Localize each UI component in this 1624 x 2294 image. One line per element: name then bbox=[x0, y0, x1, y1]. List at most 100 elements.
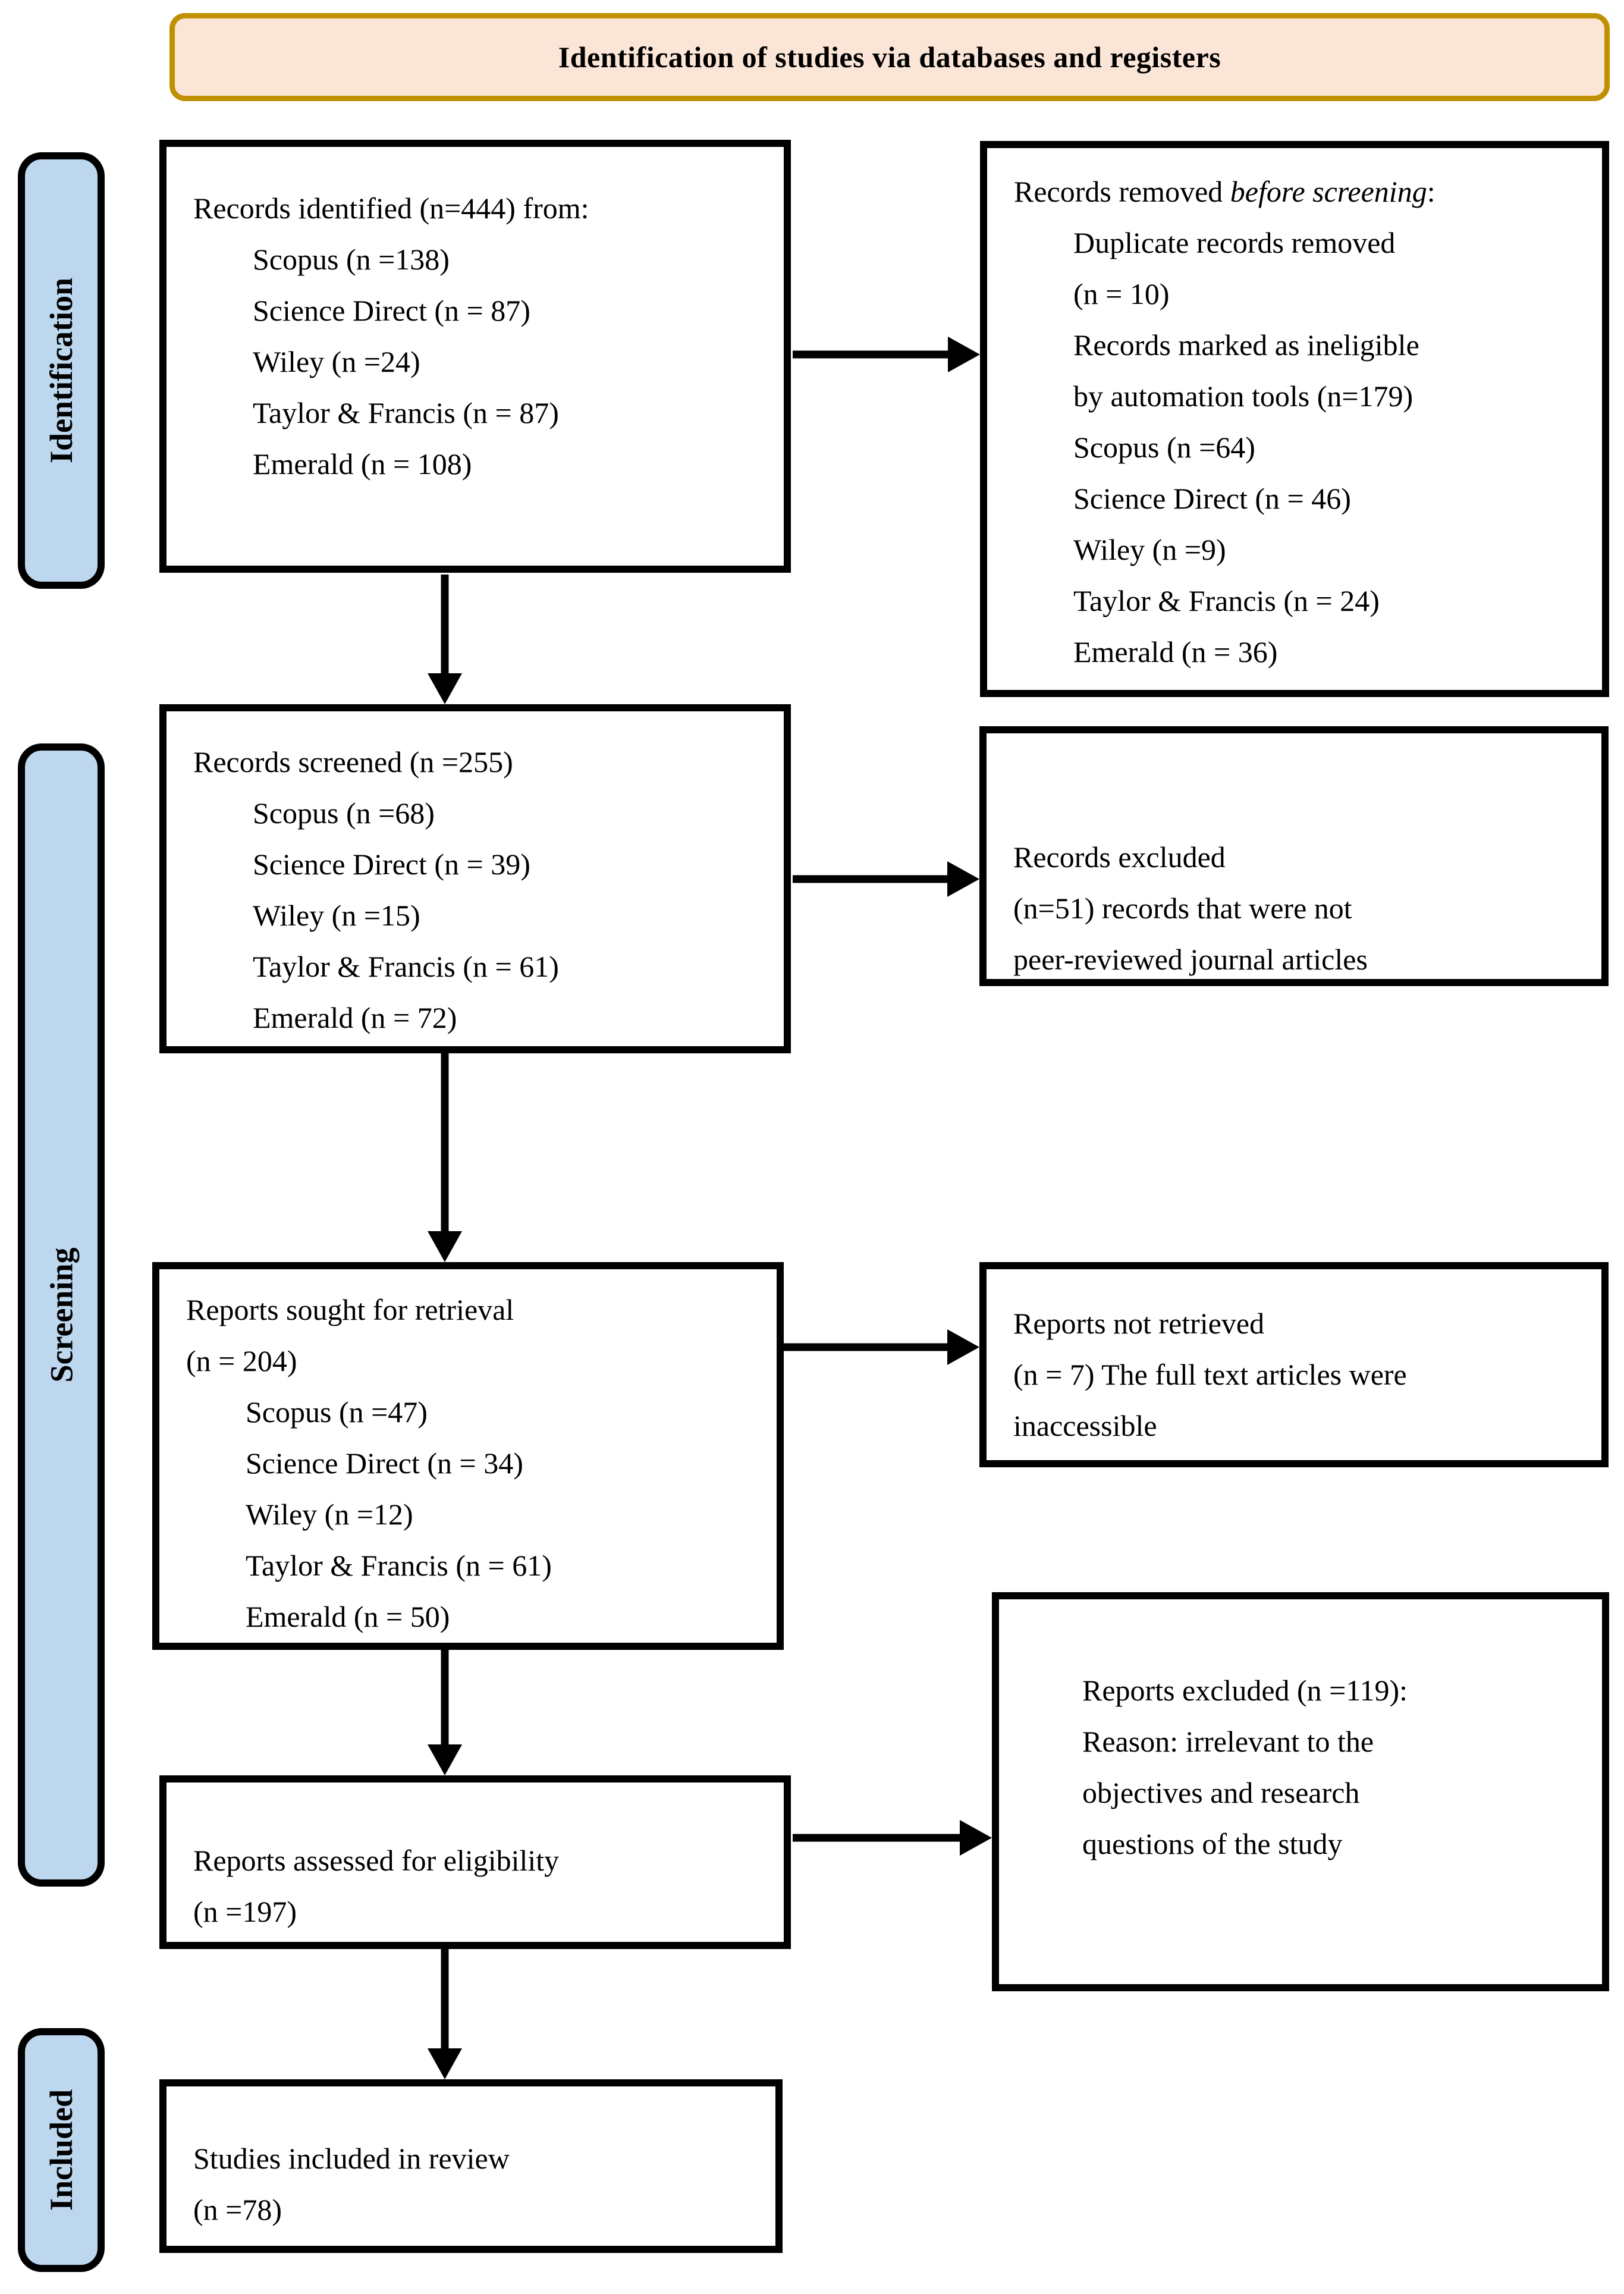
box-line-text: questions of the study bbox=[1082, 1827, 1343, 1860]
banner-title: Identification of studies via databases … bbox=[558, 40, 1221, 74]
stage-label-screening-text: Screening bbox=[43, 1247, 79, 1383]
arrow-shaft bbox=[784, 1343, 953, 1351]
box-line-text: Records screened (n =255) bbox=[193, 745, 513, 779]
box-line-text: Wiley (n =12) bbox=[246, 1498, 413, 1531]
box-line-text: Duplicate records removed bbox=[1073, 226, 1396, 259]
box-line: Emerald (n = 108) bbox=[193, 438, 775, 489]
box-line: Scopus (n =138) bbox=[193, 234, 775, 285]
box-line: (n = 10) bbox=[1014, 268, 1593, 319]
box-line-text: Taylor & Francis (n = 61) bbox=[253, 950, 559, 983]
arrow-sought-to-not-retrieved bbox=[784, 1328, 979, 1366]
box-line: Reports excluded (n =119): bbox=[1082, 1665, 1593, 1716]
box-line-text: (n=51) records that were not bbox=[1013, 892, 1352, 925]
box-line-text: Emerald (n = 36) bbox=[1073, 635, 1278, 669]
box-line: Science Direct (n = 39) bbox=[193, 839, 775, 890]
box-line-text: (n =197) bbox=[193, 1895, 297, 1928]
box-line: (n =78) bbox=[193, 2184, 767, 2235]
box-line: Scopus (n =47) bbox=[186, 1386, 768, 1438]
box-line-text: Emerald (n = 108) bbox=[253, 447, 472, 481]
box-line: objectives and research bbox=[1082, 1767, 1593, 1818]
box-line-text: (n =78) bbox=[193, 2193, 282, 2226]
box-reports-excluded: Reports excluded (n =119): Reason: irrele… bbox=[992, 1592, 1609, 1991]
arrow-sought-to-assessed bbox=[427, 1650, 463, 1775]
arrow-shaft bbox=[441, 1053, 449, 1236]
box-line-text: Reason: irrelevant to the bbox=[1082, 1725, 1374, 1758]
box-line-text: by automation tools (n=179) bbox=[1073, 379, 1413, 413]
box-line: Reports not retrieved bbox=[1013, 1298, 1592, 1349]
box-line: Wiley (n =15) bbox=[193, 890, 775, 941]
stage-label-included-text: Included bbox=[43, 2089, 79, 2211]
box-line: Records marked as ineligible bbox=[1014, 319, 1593, 371]
banner: Identification of studies via databases … bbox=[169, 13, 1610, 101]
box-line: (n = 204) bbox=[186, 1335, 768, 1386]
box-line: Emerald (n = 50) bbox=[186, 1591, 768, 1642]
box-line-text: Science Direct (n = 46) bbox=[1073, 482, 1351, 515]
arrow-shaft bbox=[441, 575, 449, 678]
arrow-assessed-to-reports-excluded bbox=[793, 1819, 992, 1857]
box-line-text: (n = 204) bbox=[186, 1344, 297, 1377]
stage-label-identification: Identification bbox=[18, 152, 105, 589]
box-line: (n=51) records that were not bbox=[1013, 883, 1592, 934]
arrow-shaft bbox=[793, 875, 953, 883]
arrow-identified-to-removed bbox=[793, 335, 980, 374]
arrow-right-head bbox=[948, 337, 980, 372]
box-line: Scopus (n =68) bbox=[193, 787, 775, 839]
box-line: Studies included in review bbox=[193, 2133, 767, 2184]
box-line: questions of the study bbox=[1082, 1818, 1593, 1869]
box-line: Emerald (n = 72) bbox=[193, 992, 775, 1043]
box-records-removed: Records removed before screening: Duplica… bbox=[980, 141, 1609, 697]
box-line-text: Studies included in review bbox=[193, 2142, 510, 2175]
arrow-assessed-to-included bbox=[427, 1949, 463, 2079]
box-line: Records screened (n =255) bbox=[193, 736, 775, 787]
arrow-identified-to-screened bbox=[427, 575, 463, 704]
box-line-text: Reports excluded (n =119): bbox=[1082, 1674, 1408, 1707]
box-line: Records identified (n=444) from: bbox=[193, 183, 775, 234]
box-line: peer-reviewed journal articles bbox=[1013, 934, 1592, 985]
box-line-text: objectives and research bbox=[1082, 1776, 1360, 1809]
box-line-text: Taylor & Francis (n = 61) bbox=[246, 1549, 552, 1582]
box-records-screened: Records screened (n =255) Scopus (n =68) S… bbox=[159, 704, 791, 1053]
arrow-shaft bbox=[441, 1949, 449, 2053]
box-line-text: Taylor & Francis (n = 24) bbox=[1073, 584, 1380, 617]
box-line-text: Records identified (n=444) from: bbox=[193, 192, 589, 225]
box-line-text: inaccessible bbox=[1013, 1409, 1157, 1442]
box-records-excluded: Records excluded (n=51) records that were… bbox=[979, 726, 1609, 986]
box-line-text: Science Direct (n = 39) bbox=[253, 848, 530, 881]
box-line-text: Wiley (n =9) bbox=[1073, 533, 1226, 566]
box-line: Duplicate records removed bbox=[1014, 217, 1593, 268]
box-line: Reports assessed for eligibility bbox=[193, 1835, 775, 1886]
box-line-text: Records removed bbox=[1014, 175, 1230, 208]
box-line: Records excluded bbox=[1013, 831, 1592, 883]
box-line-text: (n = 10) bbox=[1073, 277, 1170, 310]
box-line-text: peer-reviewed journal articles bbox=[1013, 943, 1368, 976]
box-line-text: (n = 7) The full text articles were bbox=[1013, 1358, 1407, 1391]
box-line: (n = 7) The full text articles were bbox=[1013, 1349, 1592, 1400]
box-reports-sought: Reports sought for retrieval (n = 204) Sco… bbox=[152, 1262, 784, 1650]
box-line-text: Taylor & Francis (n = 87) bbox=[253, 396, 559, 429]
box-line-text: Wiley (n =24) bbox=[253, 345, 420, 378]
box-line: Science Direct (n = 34) bbox=[186, 1438, 768, 1489]
arrow-shaft bbox=[793, 350, 954, 359]
box-studies-included: Studies included in review (n =78) bbox=[159, 2079, 783, 2253]
arrow-down-head bbox=[428, 673, 462, 704]
box-line: Records removed before screening: bbox=[1014, 166, 1593, 217]
arrow-down-head bbox=[428, 1744, 462, 1775]
box-line: Science Direct (n = 87) bbox=[193, 285, 775, 336]
box-line-text: Wiley (n =15) bbox=[253, 899, 420, 932]
box-line-text: Reports not retrieved bbox=[1013, 1307, 1265, 1340]
box-line: by automation tools (n=179) bbox=[1014, 371, 1593, 422]
box-line-text: Scopus (n =47) bbox=[246, 1395, 428, 1429]
arrow-screened-to-excluded bbox=[793, 860, 979, 898]
box-line-text: before screening bbox=[1230, 175, 1427, 208]
box-line: Taylor & Francis (n = 61) bbox=[186, 1540, 768, 1591]
box-line-text: : bbox=[1427, 175, 1435, 208]
box-line: Wiley (n =12) bbox=[186, 1489, 768, 1540]
box-line: Taylor & Francis (n = 24) bbox=[1014, 575, 1593, 626]
arrow-shaft bbox=[441, 1650, 449, 1749]
box-line-text: Reports sought for retrieval bbox=[186, 1293, 514, 1326]
box-line-text: Records marked as ineligible bbox=[1073, 328, 1419, 362]
box-line: Taylor & Francis (n = 61) bbox=[193, 941, 775, 992]
box-line: (n =197) bbox=[193, 1886, 775, 1937]
box-line-text: Reports assessed for eligibility bbox=[193, 1844, 560, 1877]
